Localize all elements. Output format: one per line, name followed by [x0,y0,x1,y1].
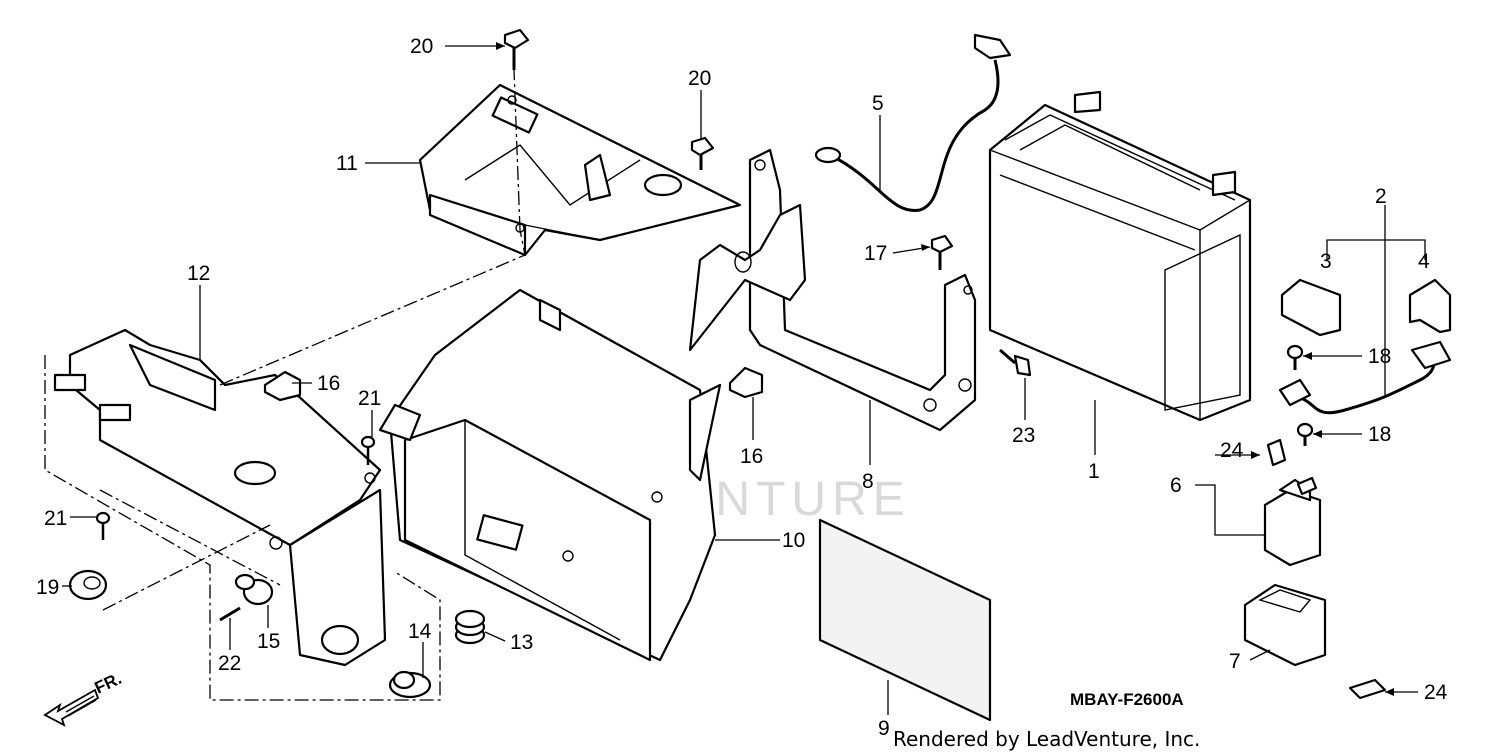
callout-19[interactable]: 19 [36,576,59,599]
callout-16-left[interactable]: 16 [317,372,340,395]
callout-labels: 1 2 3 4 5 6 7 8 9 10 11 12 13 14 15 16 1… [36,35,1448,740]
callout-12[interactable]: 12 [187,262,210,285]
callout-13[interactable]: 13 [510,631,533,654]
callout-11[interactable]: 11 [336,152,358,175]
cap-nut-part[interactable] [234,573,274,606]
battery-part[interactable] [988,90,1252,422]
callout-8[interactable]: 8 [862,470,874,493]
callout-4[interactable]: 4 [1418,250,1430,273]
callout-16-center[interactable]: 16 [740,445,763,468]
grommet-part[interactable] [388,670,432,699]
callout-22[interactable]: 22 [218,652,241,675]
callout-20-right[interactable]: 20 [688,67,711,90]
callout-17[interactable]: 17 [864,242,887,265]
spring-part[interactable] [454,609,486,645]
relay-rubber-part[interactable] [1243,583,1327,667]
callout-21-upper[interactable]: 21 [358,387,381,410]
callout-9[interactable]: 9 [878,717,890,740]
callout-18-upper[interactable]: 18 [1368,345,1391,368]
callout-15[interactable]: 15 [257,630,280,653]
terminal-cover-part[interactable] [1280,278,1452,337]
battery-case-part[interactable] [378,288,722,662]
callout-leaders [62,45,1426,715]
insulator-sheet-part[interactable] [818,518,992,722]
band-clip-part[interactable] [68,569,108,601]
callout-5[interactable]: 5 [872,92,884,115]
callout-20-top[interactable]: 20 [410,35,433,58]
side-cover-part[interactable] [53,328,387,667]
callout-21-lower[interactable]: 21 [44,507,67,530]
battery-bracket-part[interactable] [688,148,977,432]
callout-3[interactable]: 3 [1320,250,1332,273]
callout-2[interactable]: 2 [1375,185,1387,208]
callout-1[interactable]: 1 [1088,460,1100,483]
callout-23[interactable]: 23 [1012,424,1035,447]
render-credit: Rendered by LeadVenture, Inc. [893,727,1200,751]
callout-18-lower[interactable]: 18 [1368,423,1391,446]
leader-arrowheads [496,42,1394,696]
callout-10[interactable]: 10 [782,529,805,552]
starter-relay-part[interactable] [1263,438,1322,567]
front-direction-arrow-icon: FR. [43,669,125,727]
callout-24-lower[interactable]: 24 [1424,681,1448,704]
callout-14[interactable]: 14 [408,620,432,643]
callout-7[interactable]: 7 [1229,650,1241,673]
battery-cover-part[interactable] [418,83,742,257]
callout-24-upper[interactable]: 24 [1220,439,1244,462]
bolt-part[interactable] [95,28,1387,700]
negative-cable-part[interactable] [814,33,1012,212]
diagram-code: MBAY-F2600A [1070,690,1184,709]
clip-nut-part[interactable] [263,366,764,402]
positive-cable-part[interactable] [1278,340,1452,415]
callout-6[interactable]: 6 [1170,474,1182,497]
